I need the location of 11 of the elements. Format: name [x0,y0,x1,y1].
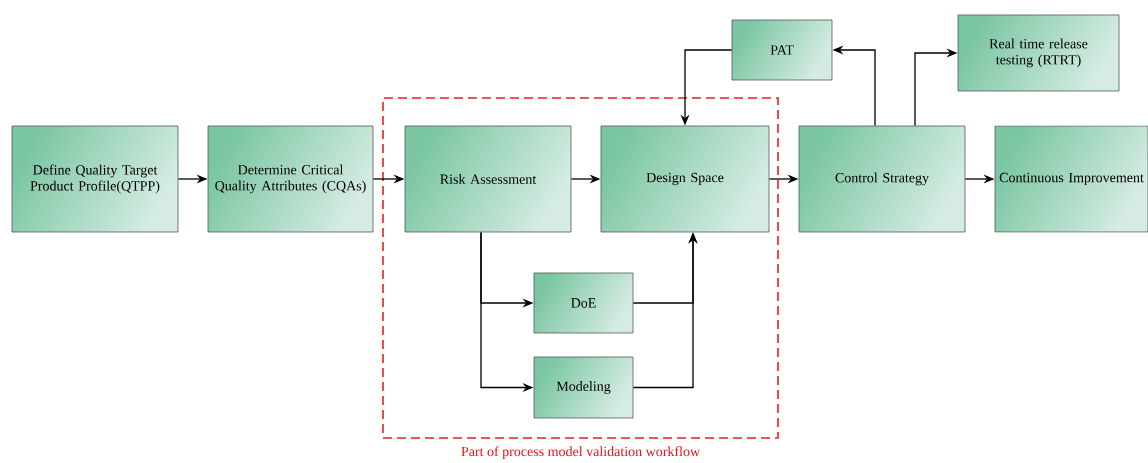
process-box: Determine Critical Quality Attributes (CQAs) [207,125,374,233]
process-box: Risk Assessment [404,125,572,233]
process-box: Real time release testing (RTRT) [957,14,1120,92]
process-box: Define Quality Target Product Profile(QTPP) [11,125,179,233]
process-box: Continuous Improvement [994,125,1148,233]
process-box: Design Space [600,125,770,233]
region-label: Part of process model validation workflow [461,446,701,460]
process-box: Control Strategy [798,125,966,233]
process-box: PAT [731,19,833,81]
process-box: Modeling [533,356,634,419]
process-box: DoE [533,272,634,334]
